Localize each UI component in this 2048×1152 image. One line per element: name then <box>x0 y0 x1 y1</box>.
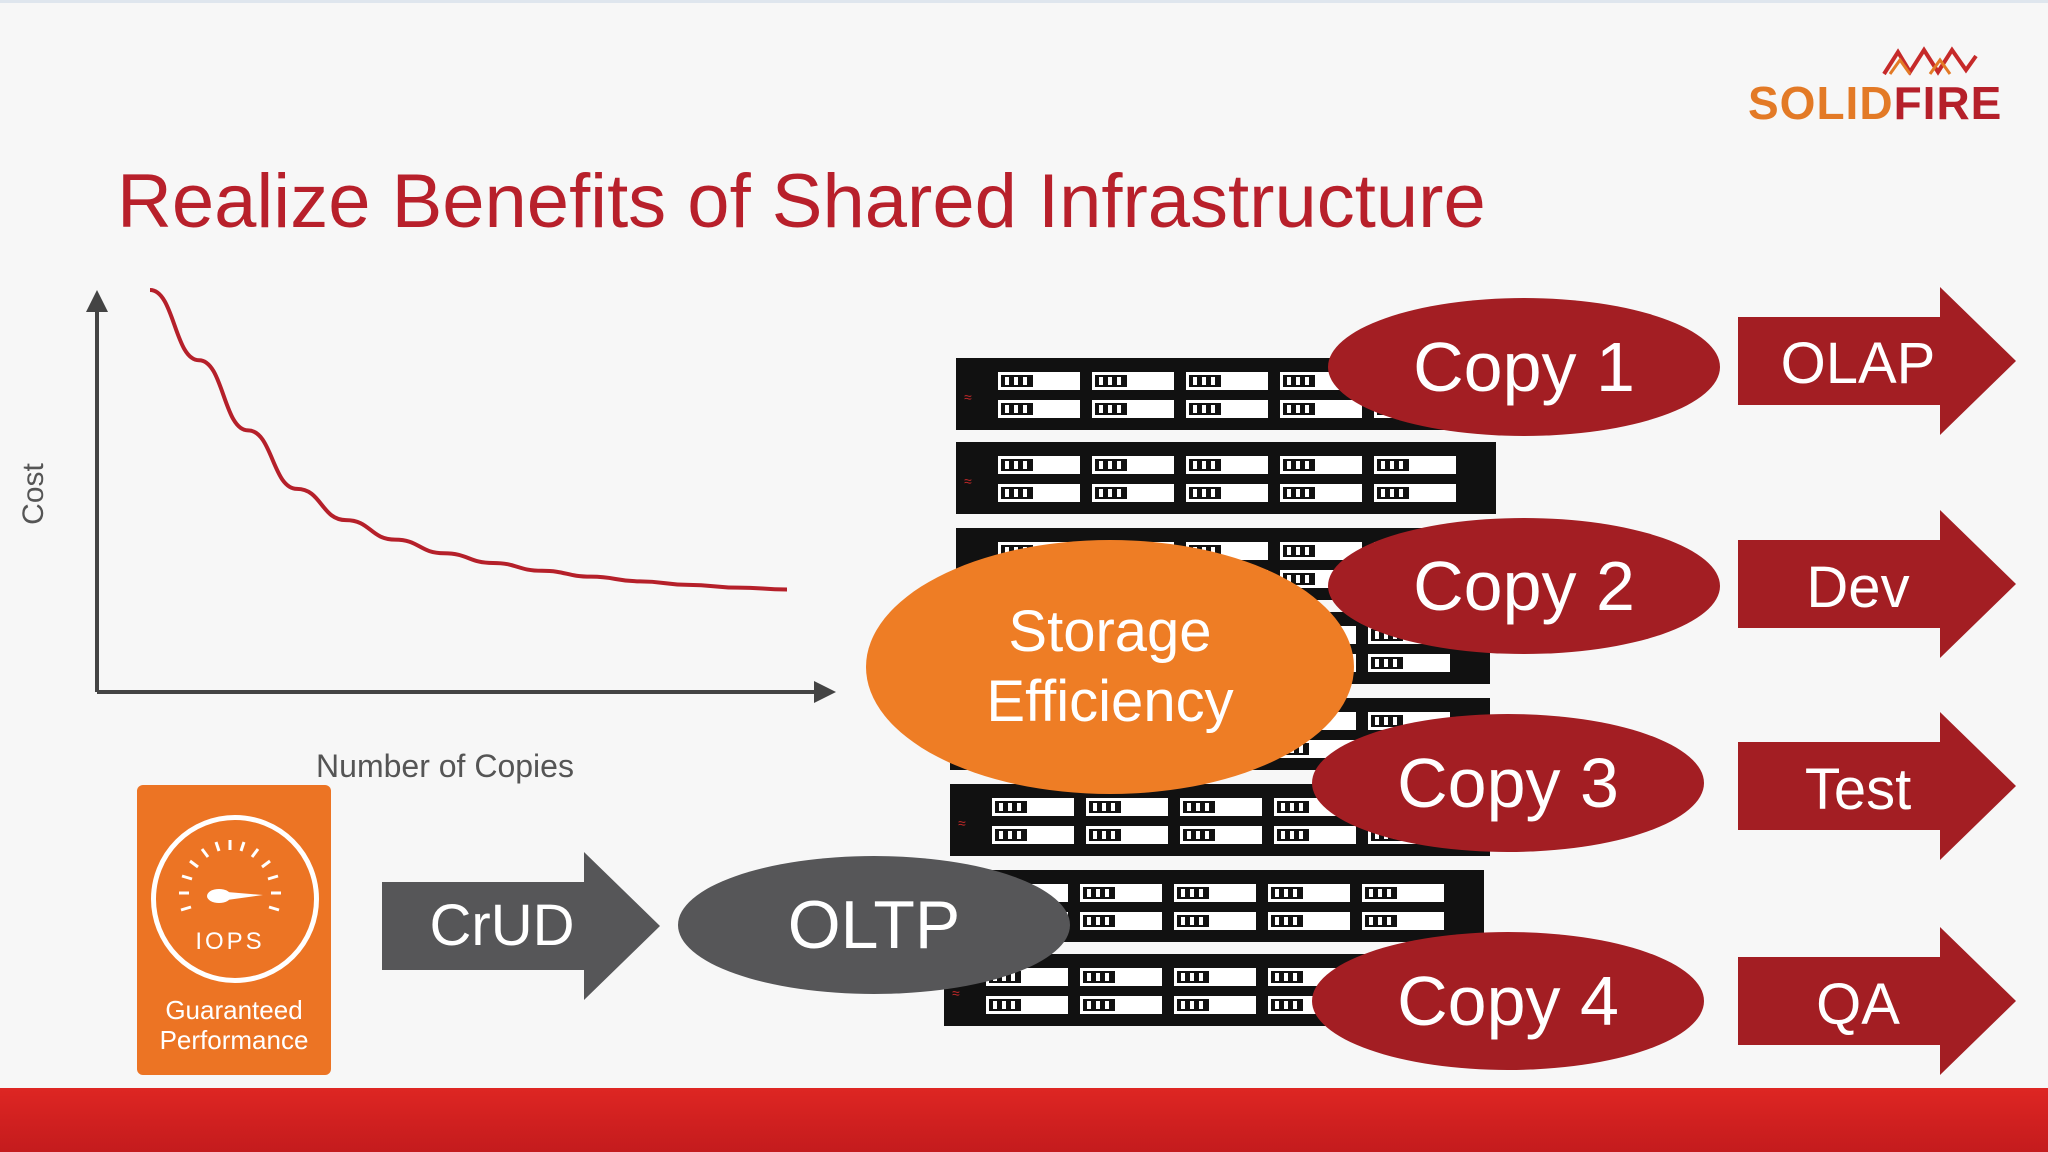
badge-line2: Performance <box>159 1025 309 1055</box>
svg-text:≈: ≈ <box>964 389 972 405</box>
dev-label: Dev <box>1806 555 1910 620</box>
gauge-icon: IOPS <box>151 815 319 983</box>
flame-logo-icon <box>1882 46 1978 76</box>
storage-line1: Storage <box>1008 599 1212 665</box>
copy-1-ellipse: Copy 1 <box>1328 298 1720 436</box>
oltp-label: OLTP <box>787 887 961 963</box>
cost-series-line <box>149 288 788 592</box>
olap-arrow <box>1738 287 2016 435</box>
copy-1-label: Copy 1 <box>1413 328 1635 406</box>
top-divider <box>0 0 2048 3</box>
cost-vs-copies-chart <box>86 288 836 703</box>
chart-axes <box>86 290 836 703</box>
test-arrow <box>1738 712 2016 860</box>
test-label: Test <box>1804 757 1912 822</box>
copy-3-ellipse: Copy 3 <box>1312 714 1704 852</box>
svg-text:≈: ≈ <box>964 473 972 489</box>
server-unit: ≈ <box>956 442 1496 514</box>
storage-line2: Efficiency <box>986 669 1234 734</box>
logo-wordmark: SOLIDFIRE <box>1748 77 2003 129</box>
crud-arrow <box>382 852 660 1000</box>
slide-title: Realize Benefits of Shared Infrastructur… <box>117 159 1486 244</box>
crud-label: CrUD <box>429 893 575 958</box>
copy-4-label: Copy 4 <box>1397 962 1619 1040</box>
copy-4-ellipse: Copy 4 <box>1312 932 1704 1070</box>
copy-2-label: Copy 2 <box>1413 547 1635 625</box>
iops-label: IOPS <box>195 928 265 955</box>
copy-2-ellipse: Copy 2 <box>1328 518 1720 654</box>
iops-guaranteed-badge: IOPS Guaranteed Performance <box>137 785 331 1075</box>
qa-arrow <box>1738 927 2016 1075</box>
badge-line1: Guaranteed <box>165 995 303 1025</box>
solidfire-logo: SOLIDFIRE <box>1740 46 2001 129</box>
svg-text:≈: ≈ <box>958 815 966 831</box>
qa-label: QA <box>1816 972 1900 1037</box>
x-axis-label: Number of Copies <box>316 748 574 784</box>
copy-3-label: Copy 3 <box>1397 744 1619 822</box>
oltp-ellipse: OLTP <box>678 856 1070 994</box>
bottom-bar <box>0 1088 2048 1152</box>
dev-arrow <box>1738 510 2016 658</box>
storage-efficiency-ellipse: Storage Efficiency <box>866 540 1354 794</box>
olap-label: OLAP <box>1780 331 1936 396</box>
y-axis-label: Cost <box>17 463 50 525</box>
svg-text:≈: ≈ <box>952 985 960 1001</box>
